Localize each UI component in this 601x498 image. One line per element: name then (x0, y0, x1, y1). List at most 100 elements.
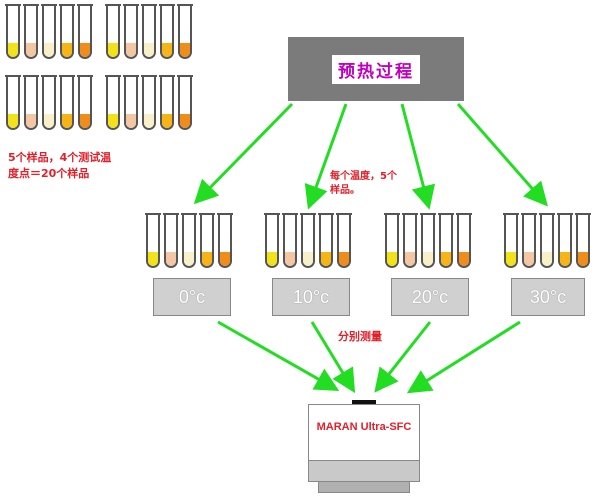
test-tube (300, 213, 316, 268)
sample-liquid (108, 114, 118, 128)
sample-liquid (285, 252, 295, 266)
sample-liquid (202, 252, 212, 266)
test-tube (282, 213, 298, 268)
test-tube (438, 213, 454, 268)
test-tube (41, 75, 57, 130)
sample-liquid (62, 114, 72, 128)
measure-label: 分别测量 (338, 330, 382, 343)
test-tube (141, 4, 157, 59)
test-tube (163, 213, 179, 268)
sample-liquid (267, 252, 277, 266)
temp-label-10: 10°c (292, 286, 330, 307)
temp-label-30: 30°c (529, 286, 567, 307)
sample-liquid (321, 252, 331, 266)
sample-liquid (44, 114, 54, 128)
test-tube (539, 213, 555, 268)
test-tube (177, 75, 193, 130)
sample-liquid (405, 252, 415, 266)
sample-liquid (8, 43, 18, 57)
test-tube (41, 4, 57, 59)
sample-liquid (180, 43, 190, 57)
sample-liquid (339, 252, 349, 266)
arrow-30-to-instrument (406, 320, 521, 394)
test-tube (264, 213, 280, 268)
test-tube (503, 213, 519, 268)
test-tube (23, 4, 39, 59)
test-tube (217, 213, 233, 268)
sample-liquid (148, 252, 158, 266)
sample-liquid (62, 43, 72, 57)
test-tube (123, 4, 139, 59)
sample-liquid (8, 114, 18, 128)
sample-liquid (542, 252, 552, 266)
note-total-samples: 5个样品，4个测试温度点＝20个样品 (8, 151, 112, 180)
arrow-preheat-to-0 (193, 102, 294, 205)
sample-liquid (387, 252, 397, 266)
preheat-process-box: 预热过程 (288, 37, 464, 101)
sample-liquid (459, 252, 469, 266)
test-tube (402, 213, 418, 268)
test-tube (177, 4, 193, 59)
sample-liquid (144, 114, 154, 128)
temp-box-20: 20°c (391, 278, 469, 316)
test-tube (420, 213, 436, 268)
test-tube (199, 213, 215, 268)
test-tube (181, 213, 197, 268)
temp-box-0: 0°c (153, 278, 231, 316)
test-tube (59, 75, 75, 130)
sample-liquid (220, 252, 230, 266)
sample-liquid (126, 114, 136, 128)
sample-liquid (578, 252, 588, 266)
sample-liquid (524, 252, 534, 266)
arrow-20-to-instrument (374, 321, 432, 393)
test-tube (575, 213, 591, 268)
test-tube (105, 4, 121, 59)
sample-liquid (423, 252, 433, 266)
sample-liquid (303, 252, 313, 266)
sample-liquid (162, 114, 172, 128)
sample-liquid (44, 43, 54, 57)
instrument-body: MARAN Ultra-SFC (308, 404, 420, 462)
test-tube (159, 4, 175, 59)
sample-liquid (80, 43, 90, 57)
test-tube (77, 4, 93, 59)
instrument-label: MARAN Ultra-SFC (316, 421, 412, 433)
test-tube (145, 213, 161, 268)
test-tube (521, 213, 537, 268)
temp-box-10: 10°c (272, 278, 350, 316)
temp-box-30: 30°c (511, 278, 585, 316)
sample-liquid (108, 43, 118, 57)
sample-liquid (180, 114, 190, 128)
sample-liquid (166, 252, 176, 266)
test-tube (105, 75, 121, 130)
arrow-0-to-instrument (217, 320, 340, 391)
sample-liquid (441, 252, 451, 266)
sample-liquid (26, 114, 36, 128)
test-tube (5, 75, 21, 130)
test-tube (384, 213, 400, 268)
test-tube (59, 4, 75, 59)
test-tube (336, 213, 352, 268)
temp-label-0: 0°c (178, 286, 206, 307)
test-tube (159, 75, 175, 130)
test-tube (5, 4, 21, 59)
arrow-preheat-to-10 (304, 103, 348, 210)
sample-liquid (560, 252, 570, 266)
test-tube (77, 75, 93, 130)
sample-liquid (26, 43, 36, 57)
sample-liquid (80, 114, 90, 128)
instrument-foot (318, 481, 410, 493)
test-tube (123, 75, 139, 130)
sample-liquid (126, 43, 136, 57)
test-tube (557, 213, 573, 268)
arrow-10-to-instrument (310, 321, 356, 394)
test-tube (318, 213, 334, 268)
preheat-label: 预热过程 (332, 54, 420, 84)
test-tube (23, 75, 39, 130)
sample-liquid (144, 43, 154, 57)
test-tube (141, 75, 157, 130)
sample-liquid (184, 252, 194, 266)
sample-liquid (162, 43, 172, 57)
test-tube (456, 213, 472, 268)
